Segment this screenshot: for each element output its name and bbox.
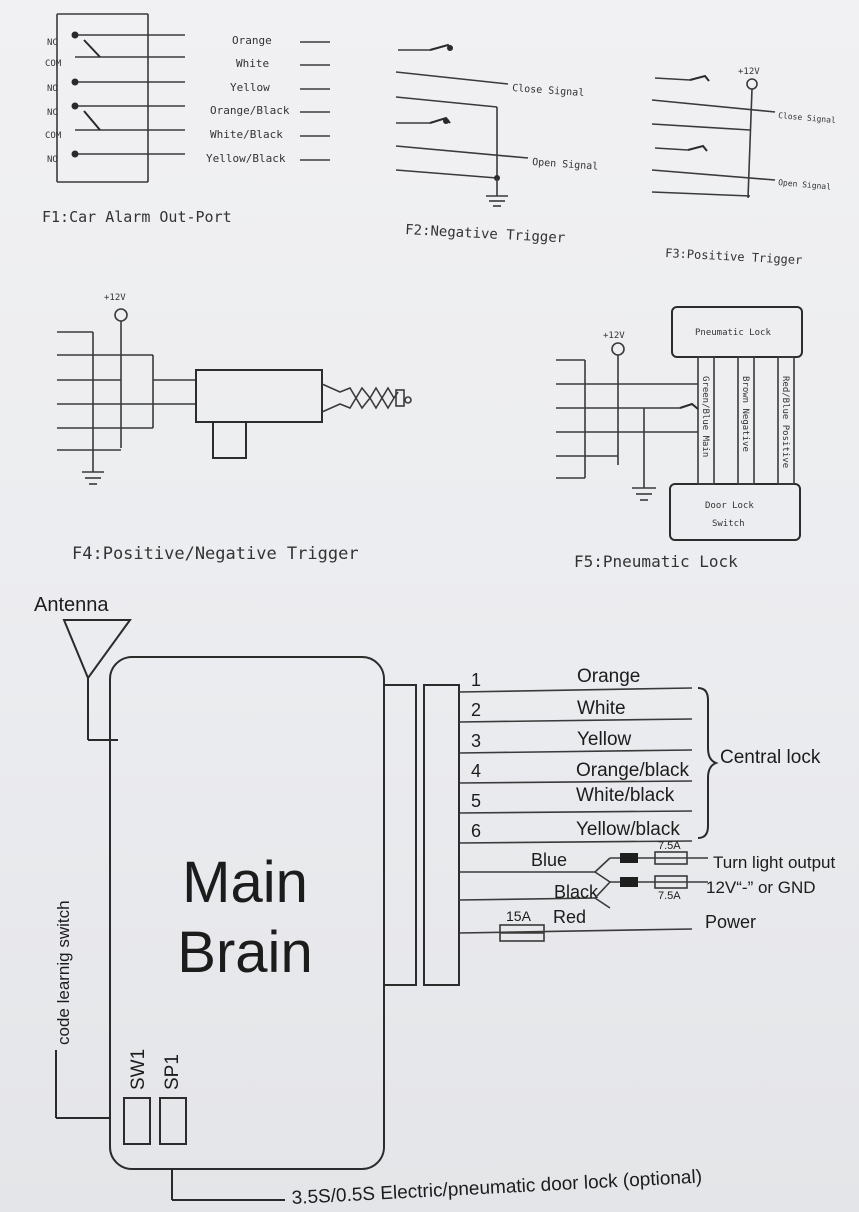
fuse-black-label: 7.5A <box>658 890 681 902</box>
pin-2-number: 2 <box>471 700 481 720</box>
f3-open-signal: Open Signal <box>778 178 832 192</box>
sp1-label: SP1 <box>162 1054 183 1090</box>
power-label: Power <box>705 912 756 932</box>
f5-wire-1: Green/Blue Main <box>700 376 710 457</box>
f5-pneumatic-lock-box <box>671 306 803 358</box>
red-wire-label: Red <box>553 907 586 927</box>
f1-terminal-6: NO <box>47 155 58 165</box>
pin-6-number: 6 <box>471 821 481 841</box>
f1-out-port-diagram: NC COM NO NC COM NO Orange White Yellow … <box>42 13 330 226</box>
f3-close-signal: Close Signal <box>778 111 837 125</box>
pin-1-number: 1 <box>471 670 481 690</box>
f1-terminal-5: COM <box>45 131 62 141</box>
f5-12v-label: +12V <box>603 331 625 341</box>
f1-wire-6: Yellow/Black <box>206 152 286 165</box>
code-learning-switch-label: code learnig switch <box>54 900 73 1045</box>
f2-negative-trigger-diagram: Close Signal Open Signal F2:Negative Tri… <box>395 43 599 246</box>
pin-4-color: Orange/black <box>576 760 690 781</box>
pin-2-color: White <box>577 698 626 719</box>
f5-wire-2: Brown Negative <box>740 376 750 452</box>
f4-caption: F4:Positive/Negative Trigger <box>72 544 359 564</box>
main-title-line1: Main <box>182 850 308 915</box>
sw1-label: SW1 <box>128 1049 149 1090</box>
f1-terminal-4: NC <box>47 108 58 118</box>
f1-terminal-2: COM <box>45 59 62 69</box>
antenna-label: Antenna <box>34 594 109 616</box>
fuse-15a-label: 15A <box>506 908 532 924</box>
pin-5-color: White/black <box>576 785 675 806</box>
fuse-blue-label: 7.5A <box>658 840 681 852</box>
f5-door-lock-switch-box <box>669 483 801 541</box>
pin-3-color: Yellow <box>577 729 632 750</box>
f1-terminal-1: NC <box>47 38 58 48</box>
pin-6-color: Yellow/black <box>576 819 680 840</box>
turn-light-label: Turn light output <box>713 853 835 872</box>
antenna-icon <box>62 619 132 681</box>
f1-wire-4: Orange/Black <box>210 104 290 117</box>
sw1-switch[interactable] <box>123 1097 151 1145</box>
pin-4-number: 4 <box>471 761 481 781</box>
f1-caption: F1:Car Alarm Out-Port <box>42 208 232 226</box>
pin-3-number: 3 <box>471 731 481 751</box>
door-lock-label: 3.5S/0.5S Electric/pneumatic door lock (… <box>291 1167 702 1209</box>
f5-caption: F5:Pneumatic Lock <box>574 552 738 571</box>
pin-5-number: 5 <box>471 791 481 811</box>
black-wire-label: Black <box>554 882 599 902</box>
f1-terminal-3: NO <box>47 84 58 94</box>
f5-wire-3: Red/Blue Positive <box>780 376 790 468</box>
turn-light-12v-label: 12V“-” or GND <box>706 878 816 897</box>
f4-positive-negative-trigger-diagram: +12V F4:Positive/Negative Trigger <box>57 293 412 564</box>
f1-wire-2: White <box>236 57 269 70</box>
f3-positive-trigger-diagram: +12V Close Signal Open Signal F3:Positiv… <box>651 67 837 267</box>
f4-12v-label: +12V <box>104 293 126 303</box>
blue-wire-label: Blue <box>531 850 567 870</box>
f2-caption: F2:Negative Trigger <box>405 222 566 246</box>
sp1-switch[interactable] <box>159 1097 187 1145</box>
f5-lock-label: Pneumatic Lock <box>695 328 771 338</box>
f5-switch-label-2: Switch <box>712 519 745 529</box>
f3-12v-label: +12V <box>738 67 760 77</box>
f3-caption: F3:Positive Trigger <box>665 246 803 267</box>
main-brain-diagram: Antenna Main Brain 1 2 3 4 5 6 Orange Wh… <box>34 594 835 1209</box>
central-lock-label: Central lock <box>720 747 821 768</box>
f2-open-signal: Open Signal <box>532 157 599 173</box>
main-title-line2: Brain <box>177 920 312 985</box>
f1-wire-5: White/Black <box>210 128 283 141</box>
f1-wire-3: Yellow <box>230 81 270 94</box>
connector-block-2 <box>423 684 460 986</box>
pin-1-color: Orange <box>577 666 640 687</box>
f5-pneumatic-lock-diagram: Pneumatic Lock Door Lock Switch Green/Bl… <box>556 306 803 571</box>
connector-block-1 <box>383 684 417 986</box>
f5-switch-label-1: Door Lock <box>705 501 754 511</box>
f2-close-signal: Close Signal <box>512 83 585 99</box>
f1-wire-1: Orange <box>232 34 272 47</box>
